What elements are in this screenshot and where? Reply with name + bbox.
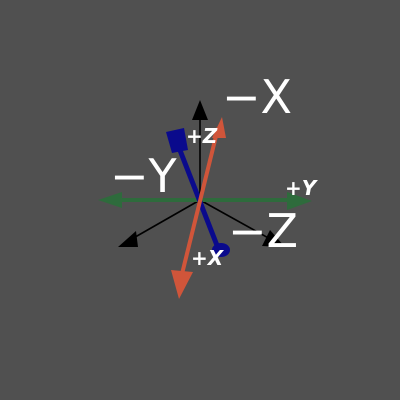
pos-x-arrowhead bbox=[171, 270, 193, 299]
reference-arrow-left-down bbox=[118, 231, 138, 247]
pos-z-arrowhead bbox=[166, 128, 188, 153]
z-axis-shaft bbox=[173, 139, 221, 249]
reference-arrow-right-down bbox=[262, 230, 285, 247]
z-axis[interactable] bbox=[166, 128, 230, 257]
pos-y-label: +Y bbox=[285, 176, 319, 200]
reference-arrow-up bbox=[192, 100, 208, 120]
pos-z-label: +Z bbox=[186, 124, 218, 148]
neg-x-arrowhead bbox=[212, 117, 226, 138]
neg-z-label: −Z bbox=[228, 204, 298, 258]
x-axis[interactable] bbox=[171, 117, 226, 299]
neg-y-label: −Y bbox=[110, 149, 178, 203]
x-axis-shaft bbox=[179, 127, 220, 279]
neg-y-arrowhead bbox=[98, 192, 122, 208]
reference-axis-left-down bbox=[129, 199, 201, 241]
neg-x-label: −X bbox=[222, 70, 292, 124]
neg-z-arrow-cap bbox=[212, 243, 230, 257]
reference-axes bbox=[118, 100, 285, 247]
pos-y-arrowhead bbox=[287, 192, 312, 210]
reference-axis-right-down bbox=[199, 199, 273, 241]
pos-x-label: +X bbox=[191, 246, 225, 270]
